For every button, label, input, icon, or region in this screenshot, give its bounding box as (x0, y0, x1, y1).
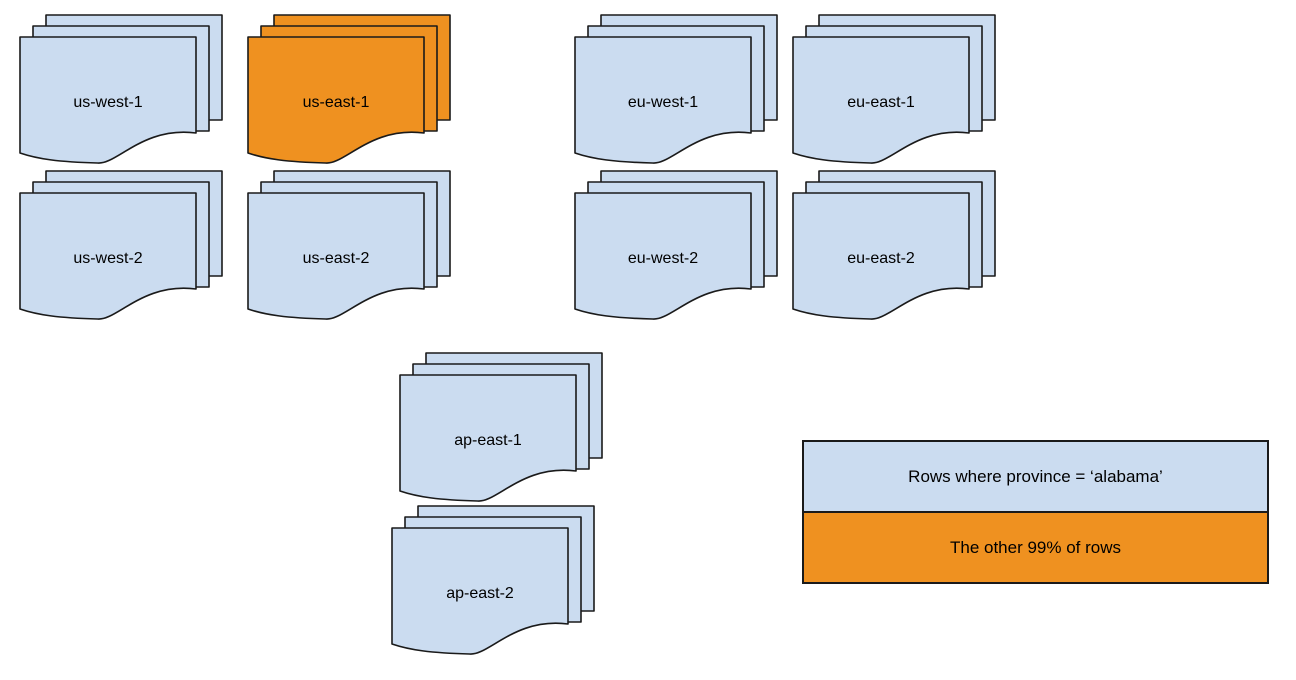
stack-front-sheet[interactable] (19, 36, 197, 164)
document-stack-us-east-2[interactable]: us-east-2 (247, 170, 451, 320)
document-stack-ap-east-1[interactable]: ap-east-1 (399, 352, 603, 502)
legend-layer: Rows where province = ‘alabama’The other… (802, 440, 1269, 584)
stack-front-sheet[interactable] (792, 36, 970, 164)
document-stack-us-west-1[interactable]: us-west-1 (19, 14, 223, 164)
document-stack-eu-east-1[interactable]: eu-east-1 (792, 14, 996, 164)
legend-swatch (802, 440, 1269, 513)
document-stack-eu-east-2[interactable]: eu-east-2 (792, 170, 996, 320)
stack-front-sheet[interactable] (399, 374, 577, 502)
stack-front-sheet[interactable] (247, 36, 425, 164)
document-stack-us-east-1[interactable]: us-east-1 (247, 14, 451, 164)
document-stack-eu-west-2[interactable]: eu-west-2 (574, 170, 778, 320)
stack-front-sheet[interactable] (247, 192, 425, 320)
stack-front-sheet[interactable] (792, 192, 970, 320)
legend-row-blue: Rows where province = ‘alabama’ (802, 440, 1269, 513)
document-stack-ap-east-2[interactable]: ap-east-2 (391, 505, 595, 655)
legend-swatch (802, 511, 1269, 584)
stack-front-sheet[interactable] (391, 527, 569, 655)
stack-front-sheet[interactable] (574, 192, 752, 320)
legend-row-orange: The other 99% of rows (802, 511, 1269, 584)
document-stack-us-west-2[interactable]: us-west-2 (19, 170, 223, 320)
document-stack-eu-west-1[interactable]: eu-west-1 (574, 14, 778, 164)
stack-front-sheet[interactable] (19, 192, 197, 320)
stack-front-sheet[interactable] (574, 36, 752, 164)
